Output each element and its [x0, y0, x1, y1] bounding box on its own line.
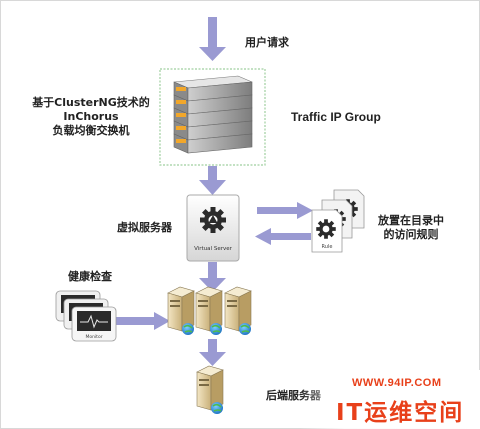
- watermark-backdrop: [300, 370, 480, 429]
- arrow-vs-to-rules: [257, 202, 313, 219]
- rule-badge: Rule: [322, 244, 333, 250]
- server-cluster: [167, 286, 252, 335]
- user-request-label: 用户请求: [245, 36, 289, 49]
- rules-label-line2: 的访问规则: [383, 228, 439, 241]
- rules-stack: Rule: [311, 189, 365, 253]
- arrow-monitor-to-servers: [116, 312, 170, 330]
- flow-arrows: [116, 17, 313, 366]
- cluster-label-line3: 负载均衡交换机: [52, 124, 130, 137]
- monitor-icon: Monitor: [71, 306, 117, 342]
- arrow-rules-to-vs: [255, 228, 311, 245]
- rack-switch-icon: [173, 75, 253, 154]
- document-gear-icon: Rule: [311, 209, 343, 253]
- virtual-server-label: 虚拟服务器: [117, 221, 172, 234]
- health-check-label: 健康检查: [68, 270, 112, 283]
- arrow-switch-to-vs: [199, 166, 226, 195]
- cluster-label-line2: InChorus: [63, 110, 119, 123]
- arrow-user-to-switch: [199, 17, 226, 61]
- cluster-label: 基于ClusterNG技术的 InChorus 负载均衡交换机: [26, 96, 156, 138]
- virtual-server: Virtual Server: [186, 194, 240, 262]
- rules-label-line1: 放置在目录中: [378, 214, 444, 227]
- watermark-title: IT运维空间: [336, 400, 465, 426]
- load-balancer-switch: [159, 68, 266, 166]
- virtual-server-badge: Virtual Server: [194, 246, 232, 252]
- arrow-servers-to-backend: [199, 339, 226, 366]
- rules-label: 放置在目录中 的访问规则: [371, 214, 451, 242]
- monitor-stack: Monitor: [55, 290, 117, 342]
- watermark-url: WWW.94IP.COM: [352, 377, 442, 389]
- backend-server-icon: [196, 365, 224, 414]
- monitor-badge: Monitor: [85, 334, 102, 340]
- cluster-label-line1: 基于ClusterNG技术的: [32, 96, 150, 109]
- server-globe-icon: [167, 286, 195, 335]
- gear-triangle-icon: [200, 207, 226, 233]
- arrow-vs-to-servers: [199, 262, 226, 292]
- traffic-ip-group-label: Traffic IP Group: [291, 110, 381, 124]
